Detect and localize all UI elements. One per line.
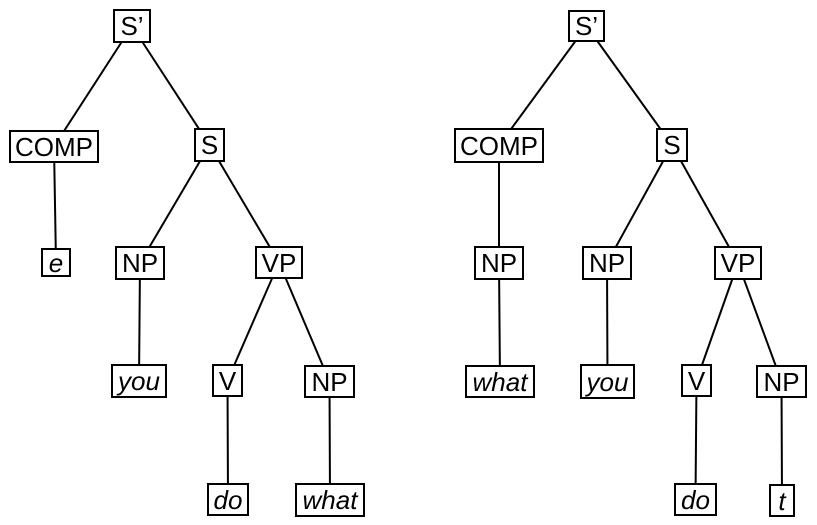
right-tree-edge-npc-what — [498, 262, 501, 382]
right-tree-node-comp: COMP — [454, 128, 544, 163]
right-tree-node-vp: VP — [714, 246, 762, 280]
left-tree-node-np2: NP — [304, 365, 355, 398]
right-tree-node-s: S — [656, 128, 688, 162]
right-tree-edge-v-do — [694, 380, 698, 500]
right-tree-node-do: do — [674, 483, 717, 516]
right-tree-edge-s-nps — [606, 144, 673, 264]
right-tree-node-v: V — [681, 364, 712, 397]
left-tree-node-what: what — [295, 483, 365, 517]
right-tree-edge-s-vp — [671, 144, 739, 264]
left-tree-node-vp: VP — [255, 246, 303, 279]
left-tree-node-v: V — [212, 364, 243, 397]
left-tree-node-comp: COMP — [9, 130, 99, 163]
right-tree-node-sbar: S’ — [568, 10, 605, 42]
left-tree-edge-sbar-s — [131, 25, 211, 146]
left-tree-node-sbar: S’ — [113, 9, 151, 43]
left-tree-node-np1: NP — [115, 246, 165, 280]
right-tree-node-t: t — [769, 484, 795, 517]
left-tree-edge-comp-e — [53, 146, 57, 263]
left-tree-edge-np1-you — [138, 262, 141, 382]
right-tree-edge-vp-npo — [737, 262, 783, 382]
right-tree-edge-sbar-s — [585, 25, 673, 146]
right-tree-edge-sbar-comp — [498, 25, 588, 147]
right-tree-node-nps: NP — [582, 246, 632, 280]
left-tree-edge-v-do — [226, 380, 229, 500]
right-tree-edge-nps-you — [606, 262, 609, 382]
right-tree-node-npo: NP — [756, 365, 807, 398]
right-tree-node-you: you — [580, 364, 635, 399]
left-tree-edge-sbar-comp — [53, 25, 133, 148]
left-tree-edge-vp-np2 — [278, 262, 331, 382]
left-tree-node-s: S — [194, 128, 225, 162]
left-tree-edge-s-np1 — [139, 144, 211, 264]
right-tree-edge-vp-v — [695, 262, 739, 381]
left-tree-node-you: you — [111, 364, 167, 398]
left-tree-edge-vp-v — [226, 262, 280, 381]
left-tree-edge-np2-what — [328, 381, 331, 501]
right-tree-node-what: what — [465, 365, 535, 398]
left-tree-node-do: do — [207, 483, 249, 516]
left-tree-node-e: e — [41, 248, 71, 277]
left-tree-edge-s-vp — [208, 144, 280, 264]
right-tree-node-npc: NP — [474, 246, 524, 280]
right-tree-edge-npo-t — [780, 381, 783, 501]
